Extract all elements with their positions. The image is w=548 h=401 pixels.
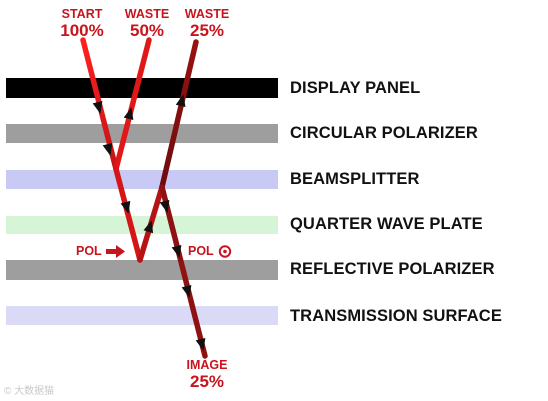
pol-label-right: POL [188,244,214,258]
layer-label-display-panel: DISPLAY PANEL [290,79,421,97]
layer-label-beamsplitter: BEAMSPLITTER [290,170,420,188]
ray-arrowheads [92,94,206,351]
arrow-to-image-mid-icon [171,244,182,258]
ray-label-start: START 100% [53,8,111,39]
ray-waste-50 [113,37,152,172]
ray-label-waste-25: WASTE 25% [178,8,236,39]
layer-band-beamsplitter [6,170,278,189]
ray-beamsplitter-to-image [159,184,208,359]
layer-band-display-panel [6,78,278,98]
arrow-start-mid-icon [92,100,103,114]
layer-band-reflective-polarizer [6,260,278,280]
arrow-to-image-end-icon [195,337,206,351]
layer-band-quarter-wave-plate [6,216,278,234]
pol-label-left: POL [76,244,102,258]
arrow-waste50-icon [123,107,134,121]
layer-label-quarter-wave-plate: QUARTER WAVE PLATE [290,215,483,233]
pol-right-circle-icon [218,245,232,258]
arrow-up-from-reflective-icon [143,220,154,234]
ray-beamsplitter-to-reflective [113,166,143,263]
layer-label-reflective-polarizer: REFLECTIVE POLARIZER [290,260,495,278]
ray-label-waste-25-word: WASTE [184,7,230,21]
arrow-to-image-upper-icon [159,199,170,213]
arrow-start-lower-icon [102,142,113,156]
arrow-down-to-reflective-icon [120,200,131,214]
ray-label-waste-50-word: WASTE [124,7,170,21]
ray-label-start-word: START [61,7,103,21]
ray-label-waste-50-pct: 50% [129,20,165,40]
layer-band-circular-polarizer [6,124,278,143]
pol-left-arrow-icon [106,245,125,258]
ray-label-waste-25-pct: 25% [189,20,225,40]
ray-waste-25 [159,39,199,190]
arrow-to-image-lower-icon [181,284,192,298]
ray-label-image-pct: 25% [189,371,225,391]
ray-label-waste-50: WASTE 50% [118,8,176,39]
ray-label-image-word: IMAGE [186,358,228,372]
layer-band-transmission-surface [6,306,278,325]
ray-label-image: IMAGE 25% [178,359,236,390]
layer-label-circular-polarizer: CIRCULAR POLARIZER [290,124,478,142]
watermark: © 大数据猫 [4,386,55,397]
ray-label-start-pct: 100% [60,20,104,40]
layer-label-transmission-surface: TRANSMISSION SURFACE [290,307,502,325]
arrow-waste25-icon [175,94,186,107]
